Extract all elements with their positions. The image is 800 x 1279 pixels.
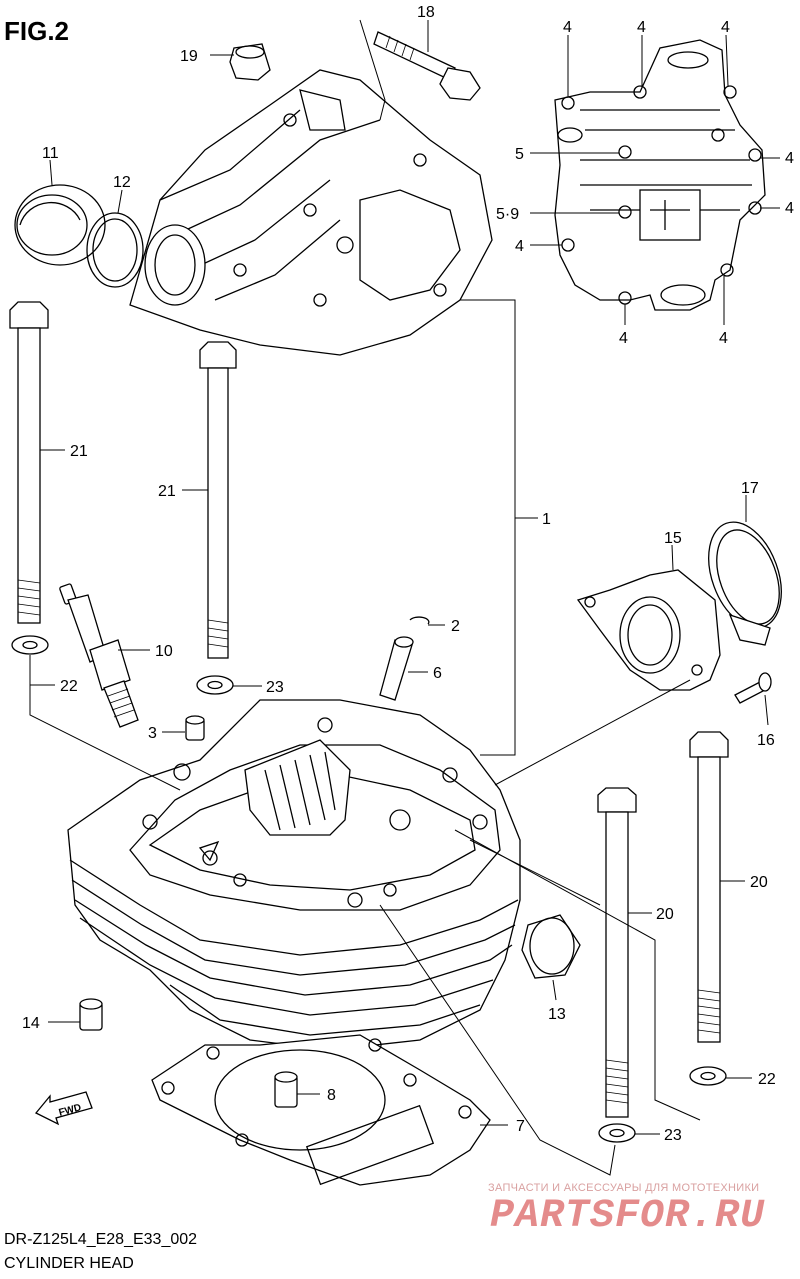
dowel-14 — [79, 998, 103, 1031]
callout-4-right-lower: 4 — [785, 200, 794, 217]
bolt-18 — [373, 31, 481, 101]
callout-23-middle: 23 — [266, 679, 284, 696]
callout-4-right-upper: 4 — [785, 150, 794, 167]
callout-4-bottom-left: 4 — [619, 330, 628, 347]
callout-4-top-middle: 4 — [637, 19, 646, 36]
callout-4-bottom-right: 4 — [719, 330, 728, 347]
callout-7: 7 — [516, 1118, 525, 1135]
callout-21-middle: 21 — [158, 483, 176, 500]
callout-21-left: 21 — [70, 443, 88, 460]
screw-16 — [734, 672, 772, 704]
callout-11: 11 — [42, 145, 59, 162]
callout-14: 14 — [22, 1015, 40, 1032]
callout-19: 19 — [180, 48, 198, 65]
head-cover-gasket — [554, 39, 766, 311]
callout-18: 18 — [417, 4, 435, 21]
cylinder-head-gasket-7 — [151, 1034, 491, 1186]
plug-11 — [14, 184, 106, 266]
washer-23-middle — [196, 675, 234, 695]
watermark-logo: PARTSFOR.RU — [490, 1194, 766, 1239]
clamp-17 — [708, 521, 782, 646]
figure-title: FIG.2 — [4, 16, 70, 46]
callout-2: 2 — [451, 618, 460, 635]
diagram-code: DR-Z125L4_E28_E33_002 — [4, 1231, 198, 1248]
callout-8: 8 — [327, 1087, 336, 1104]
cap-19 — [229, 43, 271, 81]
callout-22-left: 22 — [60, 678, 78, 695]
callout-1: 1 — [542, 511, 551, 528]
callout-3: 3 — [148, 725, 157, 742]
valve-guide-6 — [379, 636, 414, 701]
cylinder-head — [67, 699, 521, 1051]
washer-23-bottom — [598, 1123, 636, 1143]
callout-4-top-left: 4 — [563, 19, 572, 36]
callout-5-9: 5·9 — [496, 206, 519, 223]
callout-17: 17 — [741, 480, 759, 497]
o-ring-12 — [86, 212, 144, 288]
callout-4-top-right: 4 — [721, 19, 730, 36]
cap-13 — [521, 914, 581, 979]
cylinder-head-cover — [129, 69, 493, 356]
callout-13: 13 — [548, 1006, 566, 1023]
leader-lines — [29, 19, 780, 1176]
callout-23-bottom: 23 — [664, 1127, 682, 1144]
callout-6: 6 — [433, 665, 442, 682]
intake-pipe-15 — [576, 569, 721, 691]
callout-5: 5 — [515, 146, 524, 163]
washer-22-left — [11, 635, 49, 655]
diagram-name: CYLINDER HEAD — [4, 1255, 134, 1272]
callout-20-middle: 20 — [656, 906, 674, 923]
callout-22-right: 22 — [758, 1071, 776, 1088]
stud-bolt-20-right — [689, 731, 729, 1043]
stud-bolt-20-middle — [597, 787, 637, 1118]
circlip-2 — [409, 616, 430, 625]
dowel-3 — [185, 715, 205, 741]
callout-4-left: 4 — [515, 238, 524, 255]
callout-10: 10 — [155, 643, 173, 660]
callout-12: 12 — [113, 174, 131, 191]
callout-16: 16 — [757, 732, 775, 749]
callout-labels: 18 19 11 12 4 4 4 4 4 4 4 4 4 5 5·9 21 2… — [22, 4, 794, 1144]
dowel-8 — [274, 1071, 298, 1108]
callout-15: 15 — [664, 530, 682, 547]
stud-bolt-21-left — [9, 301, 49, 624]
watermark-tagline: ЗАПЧАСТИ И АКСЕССУАРЫ ДЛЯ МОТОТЕХНИКИ — [488, 1182, 760, 1194]
fwd-arrow-icon: FWD — [34, 1091, 93, 1126]
washer-22-right — [689, 1066, 727, 1086]
spark-plug-10 — [59, 583, 139, 728]
callout-20-right: 20 — [750, 874, 768, 891]
stud-bolt-21-middle — [199, 341, 237, 659]
